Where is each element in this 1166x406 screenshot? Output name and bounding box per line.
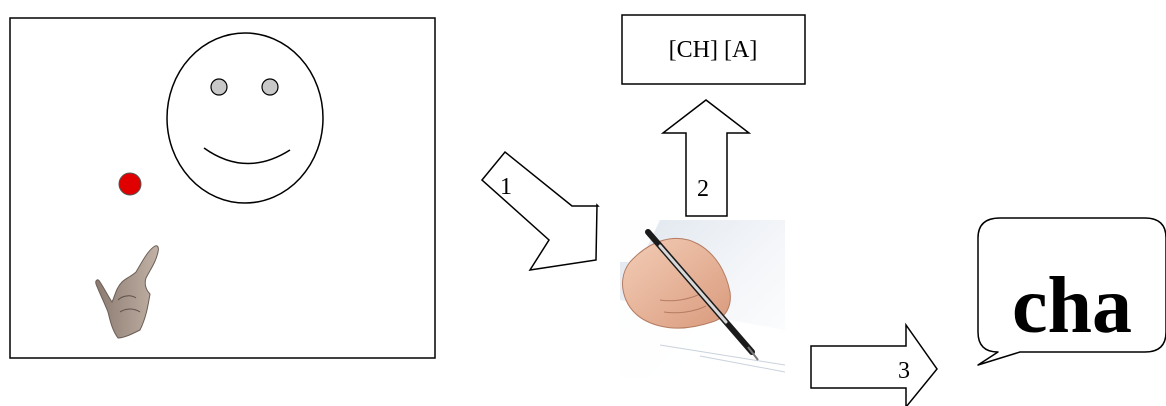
pointing-hand-icon: [95, 245, 159, 339]
speech-bubble: cha: [977, 217, 1166, 366]
step-label-1: 1: [500, 174, 512, 200]
step-label-2: 2: [697, 176, 709, 202]
right-eye: [261, 78, 279, 96]
step-arrow-2: 2: [660, 99, 752, 217]
step-label-3: 3: [898, 358, 910, 384]
smiley-face-icon: [166, 32, 324, 204]
pointer-dot: [118, 172, 142, 196]
smile-mouth: [203, 147, 291, 165]
step-arrow-3: 3: [810, 322, 938, 406]
step-arrow-1: 1: [480, 150, 600, 271]
hand-writing-photo: [620, 220, 786, 377]
left-eye: [210, 78, 228, 96]
stimulus-picture-frame: [9, 17, 436, 359]
phoneme-text: [CH] [A]: [669, 37, 758, 63]
speech-bubble-text: cha: [1012, 262, 1132, 350]
phoneme-box: [CH] [A]: [621, 14, 806, 85]
